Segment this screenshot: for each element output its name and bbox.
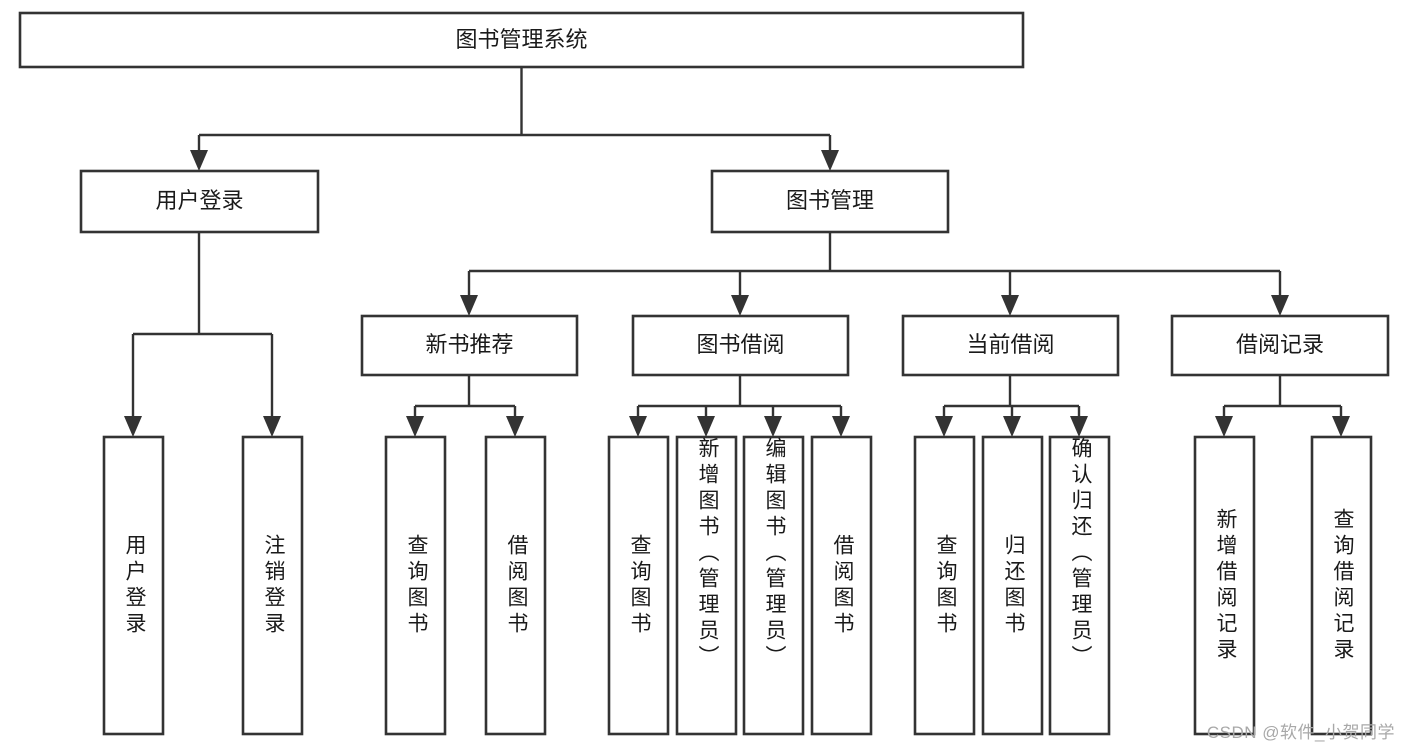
- arrow-head-leaf-confirm-return: [1070, 416, 1088, 437]
- leaf-confirm-return-box[interactable]: [1048, 435, 1111, 736]
- connector-group-borrow-record: [1215, 375, 1350, 437]
- leaf-logout-login-box[interactable]: [241, 435, 304, 736]
- node-book-borrow-box[interactable]: [631, 314, 850, 377]
- leaf-node-group: [102, 435, 1373, 736]
- node-new-book-recommend[interactable]: 新书推荐: [360, 314, 579, 377]
- arrow-head-leaf-add-record: [1215, 416, 1233, 437]
- connector-group-current-borrow: [935, 375, 1088, 437]
- leaf-query-book-2-box[interactable]: [607, 435, 670, 736]
- arrow-head-leaf-query-book-3: [935, 416, 953, 437]
- leaf-add-record-box[interactable]: [1193, 435, 1256, 736]
- node-user-login-box[interactable]: [79, 169, 320, 234]
- node-book-borrow-label: 图书借阅: [696, 332, 784, 357]
- connector-group-user-login: [124, 232, 281, 437]
- arrow-head-leaf-return-book: [1003, 416, 1021, 437]
- node-book-manage-label: 图书管理: [786, 188, 874, 213]
- node-current-borrow[interactable]: 当前借阅: [901, 314, 1120, 377]
- leaf-add-book-box[interactable]: [675, 435, 738, 736]
- leaf-query-book-1-box[interactable]: [384, 435, 447, 736]
- node-book-manage-box[interactable]: [710, 169, 950, 234]
- connector-group-root: [190, 67, 839, 171]
- node-user-login-label: 用户登录: [155, 188, 243, 213]
- node-current-borrow-box[interactable]: [901, 314, 1120, 377]
- arrow-head-leaf-borrow-book-1: [506, 416, 524, 437]
- node-root[interactable]: 图书管理系统: [18, 11, 1025, 69]
- node-book-borrow[interactable]: 图书借阅: [631, 314, 850, 377]
- node-borrow-record[interactable]: 借阅记录: [1170, 314, 1390, 377]
- leaf-borrow-book-1-box[interactable]: [484, 435, 547, 736]
- arrow-head-leaf-query-book-1: [406, 416, 424, 437]
- arrow-head-book-manage: [821, 150, 839, 171]
- node-new-book-recommend-box[interactable]: [360, 314, 579, 377]
- arrow-head-book-borrow: [731, 295, 749, 316]
- leaf-query-book-3-box[interactable]: [913, 435, 976, 736]
- node-borrow-record-label: 借阅记录: [1236, 332, 1324, 357]
- node-new-book-recommend-label: 新书推荐: [425, 332, 513, 357]
- arrow-head-user-login: [190, 150, 208, 171]
- arrow-head-leaf-query-book-2: [629, 416, 647, 437]
- connector-group-book-manage: [460, 232, 1289, 316]
- node-root-box[interactable]: [18, 11, 1025, 69]
- connector-group-book-borrow: [629, 375, 850, 437]
- node-user-login[interactable]: 用户登录: [79, 169, 320, 234]
- leaf-user-login-box[interactable]: [102, 435, 165, 736]
- node-borrow-record-box[interactable]: [1170, 314, 1390, 377]
- node-root-label: 图书管理系统: [455, 27, 587, 52]
- arrow-head-current-borrow: [1001, 295, 1019, 316]
- connector-group-new-book-recommend: [406, 375, 524, 437]
- arrow-head-leaf-add-book: [697, 416, 715, 437]
- arrow-head-leaf-user-login: [124, 416, 142, 437]
- arrow-head-borrow-record: [1271, 295, 1289, 316]
- leaf-borrow-book-2-box[interactable]: [810, 435, 873, 736]
- arrow-head-leaf-query-record: [1332, 416, 1350, 437]
- leaf-return-book-box[interactable]: [981, 435, 1044, 736]
- leaf-query-record-box[interactable]: [1310, 435, 1373, 736]
- arrow-head-leaf-logout-login: [263, 416, 281, 437]
- leaf-edit-book-box[interactable]: [742, 435, 805, 736]
- node-current-borrow-label: 当前借阅: [966, 332, 1054, 357]
- arrow-head-new-book-recommend: [460, 295, 478, 316]
- arrow-head-leaf-borrow-book-2: [832, 416, 850, 437]
- arrow-head-leaf-edit-book: [764, 416, 782, 437]
- node-book-manage[interactable]: 图书管理: [710, 169, 950, 234]
